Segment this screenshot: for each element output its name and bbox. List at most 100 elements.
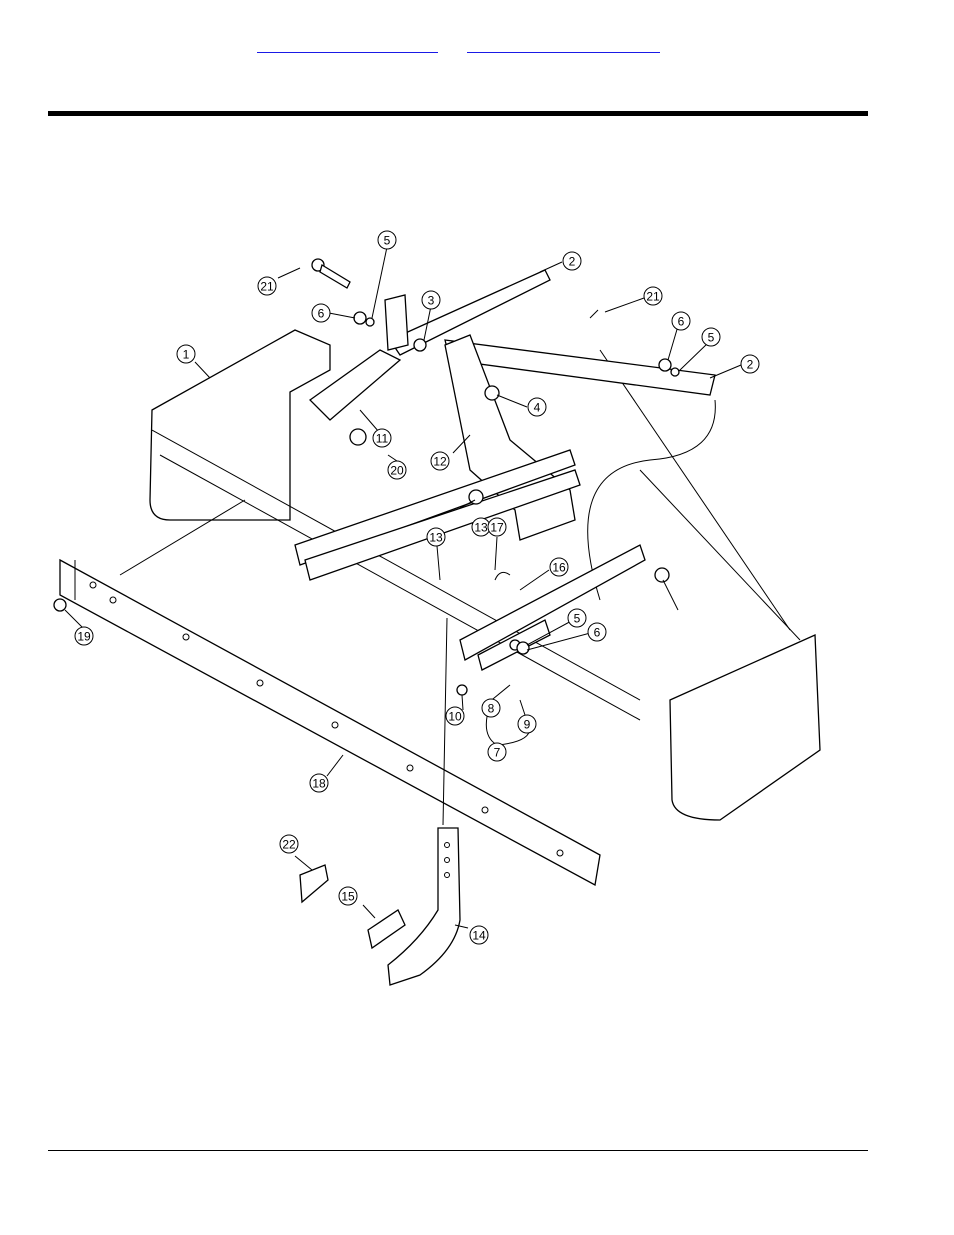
callout-circle (430, 451, 450, 471)
callout-circle (257, 276, 277, 296)
callout-circle (469, 925, 489, 945)
callout-9: 9 (517, 714, 537, 734)
callout-circle (426, 527, 446, 547)
callout-circle (387, 460, 407, 480)
callout-circle (701, 327, 721, 347)
callout-17: 17 (487, 517, 507, 537)
callout-label: 11 (376, 432, 389, 446)
callout-5: 5 (701, 327, 721, 347)
callout-label: 8 (488, 702, 495, 716)
callout-circle (567, 608, 587, 628)
callout-label: 22 (282, 838, 296, 852)
callout-circle (74, 626, 94, 646)
callout-label: 2 (569, 255, 576, 269)
callout-label: 10 (448, 710, 462, 724)
callout-label: 16 (552, 561, 566, 575)
callout-circle (372, 428, 392, 448)
callout-circle (481, 698, 501, 718)
callout-21: 21 (257, 276, 277, 296)
callout-2: 2 (740, 354, 760, 374)
callout-circle (445, 706, 465, 726)
callout-label: 20 (390, 464, 404, 478)
callout-label: 18 (312, 777, 326, 791)
header-rule (48, 111, 868, 116)
callout-label: 21 (646, 290, 660, 304)
tooth-15 (367, 909, 406, 950)
callout-circle (377, 230, 397, 250)
hitch-assembly (294, 269, 716, 671)
callout-4: 4 (527, 397, 547, 417)
callout-8: 8 (481, 698, 501, 718)
callout-label: 6 (678, 315, 685, 329)
callout-21: 21 (643, 286, 663, 306)
callout-1: 1 (176, 344, 196, 364)
callout-13: 13 (471, 517, 491, 537)
callout-circle (487, 517, 507, 537)
callout-13: 13 (426, 527, 446, 547)
callout-label: 5 (708, 331, 715, 345)
callout-circle (517, 714, 537, 734)
callout-label: 12 (433, 455, 447, 469)
callout-circle (279, 834, 299, 854)
callout-14: 14 (469, 925, 489, 945)
footer-rule (48, 1150, 868, 1151)
callout-label: 4 (534, 401, 541, 415)
callout-circle (671, 311, 691, 331)
callout-label: 6 (318, 307, 325, 321)
callout-15: 15 (338, 886, 358, 906)
callout-12: 12 (430, 451, 450, 471)
callout-circle (311, 303, 331, 323)
callout-label: 13 (429, 531, 443, 545)
callout-19: 19 (74, 626, 94, 646)
callout-11: 11 (372, 428, 392, 448)
tooth-22 (299, 864, 329, 904)
callout-circle (309, 773, 329, 793)
callout-circle (421, 290, 441, 310)
callout-6: 6 (311, 303, 331, 323)
callout-label: 7 (494, 746, 501, 760)
cutting-edge-holes (89, 581, 564, 857)
blade-frame (59, 329, 821, 887)
callout-label: 3 (428, 294, 435, 308)
callout-circle (338, 886, 358, 906)
callout-label: 19 (77, 630, 91, 644)
callout-circle (587, 622, 607, 642)
callout-label: 21 (260, 280, 274, 294)
callout-6: 6 (671, 311, 691, 331)
callout-label: 9 (524, 718, 531, 732)
callout-5: 5 (567, 608, 587, 628)
callout-circle (487, 742, 507, 762)
leader-lines (64, 246, 742, 929)
callout-label: 5 (574, 612, 581, 626)
callout-label: 6 (594, 626, 601, 640)
callout-label: 17 (490, 521, 504, 535)
callout-label: 14 (472, 929, 486, 943)
hardware (53, 258, 680, 696)
grade-stick (387, 617, 461, 986)
callout-16: 16 (549, 557, 569, 577)
callout-circle (176, 344, 196, 364)
nav-link-right[interactable] (467, 36, 660, 53)
callout-group: 1223455566678910111213131415161718192021… (74, 230, 760, 945)
callout-label: 5 (384, 234, 391, 248)
callout-10: 10 (445, 706, 465, 726)
callout-3: 3 (421, 290, 441, 310)
callout-circle (562, 251, 582, 271)
callout-label: 1 (183, 348, 190, 362)
nav-link-left[interactable] (257, 36, 438, 53)
callout-label: 13 (474, 521, 488, 535)
callout-circle (527, 397, 547, 417)
callout-circle (549, 557, 569, 577)
callout-20: 20 (387, 460, 407, 480)
callout-2: 2 (562, 251, 582, 271)
callout-6: 6 (587, 622, 607, 642)
callout-5: 5 (377, 230, 397, 250)
callout-label: 15 (341, 890, 355, 904)
callout-22: 22 (279, 834, 299, 854)
callout-label: 2 (747, 358, 754, 372)
callout-circle (740, 354, 760, 374)
callout-circle (643, 286, 663, 306)
callout-7: 7 (487, 742, 507, 762)
callout-18: 18 (309, 773, 329, 793)
